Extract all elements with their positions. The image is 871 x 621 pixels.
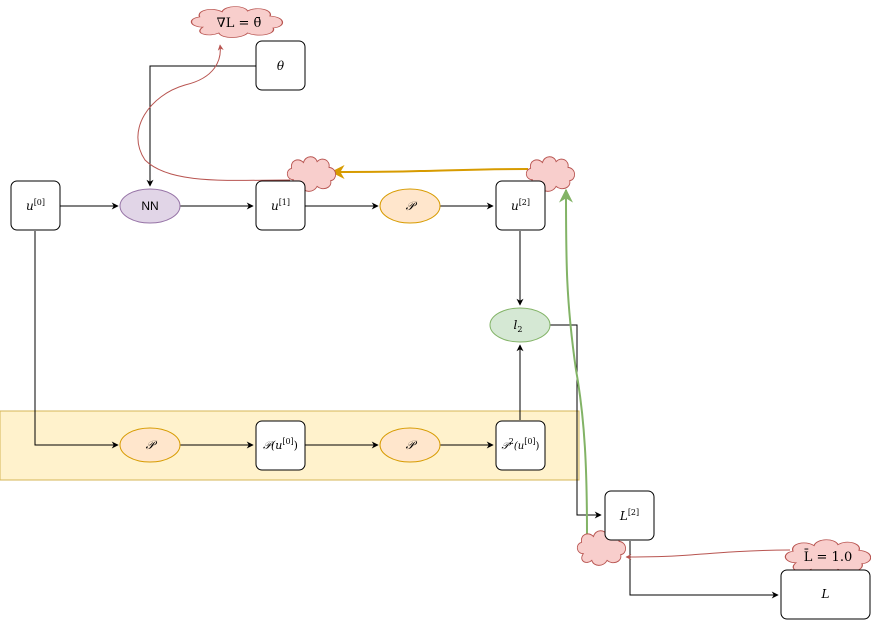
nn-node <box>119 188 181 224</box>
L2-node <box>604 490 655 541</box>
u2-sup: [2] <box>519 198 530 207</box>
red-gradient-arrow-lbar <box>625 549 791 560</box>
pu0-node <box>255 420 306 471</box>
u2-base: u <box>511 199 519 213</box>
gradient-theta-label: ∇L = θ̄ <box>217 16 262 31</box>
u0-node <box>10 180 61 231</box>
edge-u0-to-p-bottom <box>34 231 119 449</box>
p-top-node <box>379 188 441 224</box>
edge-theta-to-nn <box>146 65 256 187</box>
p2u0-sup2: [0] <box>524 437 535 446</box>
p-bottom-2-node <box>379 427 441 463</box>
nn-label: NN <box>141 199 158 213</box>
p2u0-node <box>495 420 546 471</box>
svg-text:L[2]: L[2] <box>619 508 639 523</box>
pu0-sup: [0] <box>282 437 293 446</box>
u1-sup: [1] <box>279 198 290 207</box>
u1-base: u <box>271 199 279 213</box>
green-gradient-arrow <box>559 188 588 536</box>
Lbar-label: L̄ = 1.0 <box>804 549 853 565</box>
svg-text:u[1]: u[1] <box>271 198 290 213</box>
p2u0-sup1: 2 <box>509 437 514 446</box>
svg-text:u[2]: u[2] <box>511 198 530 213</box>
svg-text:l2: l2 <box>514 318 523 334</box>
pu0-pre: 𝒫(u <box>263 439 282 452</box>
pu0-post: ) <box>294 439 298 452</box>
svg-text:𝒫2(u[0]): 𝒫2(u[0]) <box>502 437 540 452</box>
L2-base: L <box>619 509 628 523</box>
theta-node <box>255 40 306 91</box>
p2u0-mid: (u <box>514 441 524 452</box>
p-bottom-1-node <box>119 427 181 463</box>
L-label: L <box>821 587 830 601</box>
l2-node <box>489 307 551 343</box>
edge-l2-to-L2 <box>550 324 602 519</box>
theta-label: θ <box>277 59 285 73</box>
red-gradient-arrow-theta <box>137 44 291 181</box>
u1-node <box>255 180 306 231</box>
p2u0-post: ) <box>536 441 540 452</box>
orange-gradient-arrow <box>330 164 529 179</box>
svg-text:u[0]: u[0] <box>26 198 45 213</box>
l2-sub: 2 <box>517 325 522 334</box>
edge-L2-to-L <box>629 541 779 599</box>
l2-base: l <box>514 318 518 332</box>
u0-sup: [0] <box>34 198 45 207</box>
u0-base: u <box>26 199 34 213</box>
L-node <box>780 569 871 620</box>
svg-text:𝒫(u[0]): 𝒫(u[0]) <box>263 437 298 452</box>
p2u0-pre: 𝒫 <box>502 441 512 452</box>
u2-node <box>495 180 546 231</box>
L2-sup: [2] <box>628 508 639 517</box>
